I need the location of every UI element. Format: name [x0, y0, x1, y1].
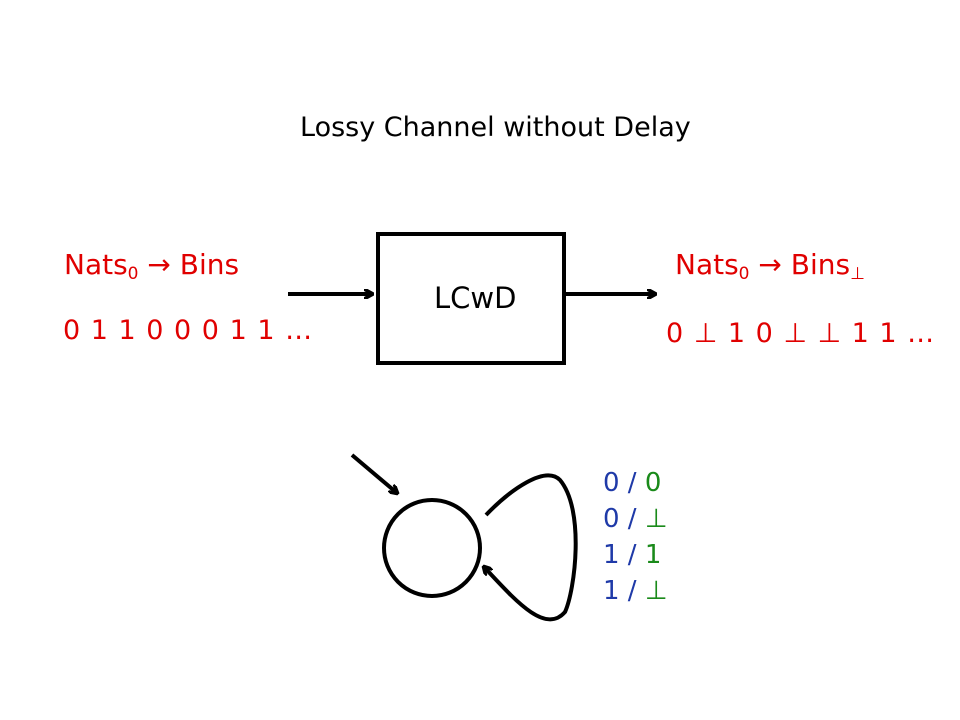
output-sequence: 0 ⊥ 1 0 ⊥ ⊥ 1 1 …	[666, 318, 935, 349]
output-type-target: Bins	[790, 248, 851, 281]
channel-box-label: LCwD	[434, 281, 517, 315]
channel-box	[376, 232, 566, 365]
state-circle	[382, 498, 482, 598]
output-type-subscript: 0	[738, 264, 750, 284]
transition-output: ⊥	[636, 504, 668, 534]
transition-label: 0 / ⊥	[603, 504, 668, 534]
output-type-target-subscript: ⊥	[850, 264, 865, 284]
input-type-target: Bins	[179, 248, 240, 281]
initial-state-arrow	[350, 453, 397, 493]
transition-input: 1 /	[603, 576, 637, 606]
transition-label: 1 / 1	[603, 540, 661, 570]
transition-label: 1 / ⊥	[603, 576, 668, 606]
output-type-prefix: Nats	[675, 248, 739, 281]
transition-output: 0	[636, 468, 662, 498]
diagram-title: Lossy Channel without Delay	[300, 112, 691, 143]
input-sequence: 0 1 1 0 0 0 1 1 …	[63, 315, 313, 346]
output-type-arrow: →	[749, 248, 791, 281]
transition-input: 0 /	[603, 468, 637, 498]
input-type-subscript: 0	[127, 264, 139, 284]
transition-input: 0 /	[603, 504, 637, 534]
input-type-prefix: Nats	[64, 248, 128, 281]
output-type-label: Nats0 → Bins⊥	[675, 248, 865, 284]
transition-label: 0 / 0	[603, 468, 661, 498]
input-type-label: Nats0 → Bins	[64, 248, 239, 284]
transition-input: 1 /	[603, 540, 637, 570]
input-type-arrow: →	[138, 248, 180, 281]
transition-output: ⊥	[636, 576, 668, 606]
self-loop-arrow	[484, 473, 578, 622]
transition-output: 1	[636, 540, 662, 570]
